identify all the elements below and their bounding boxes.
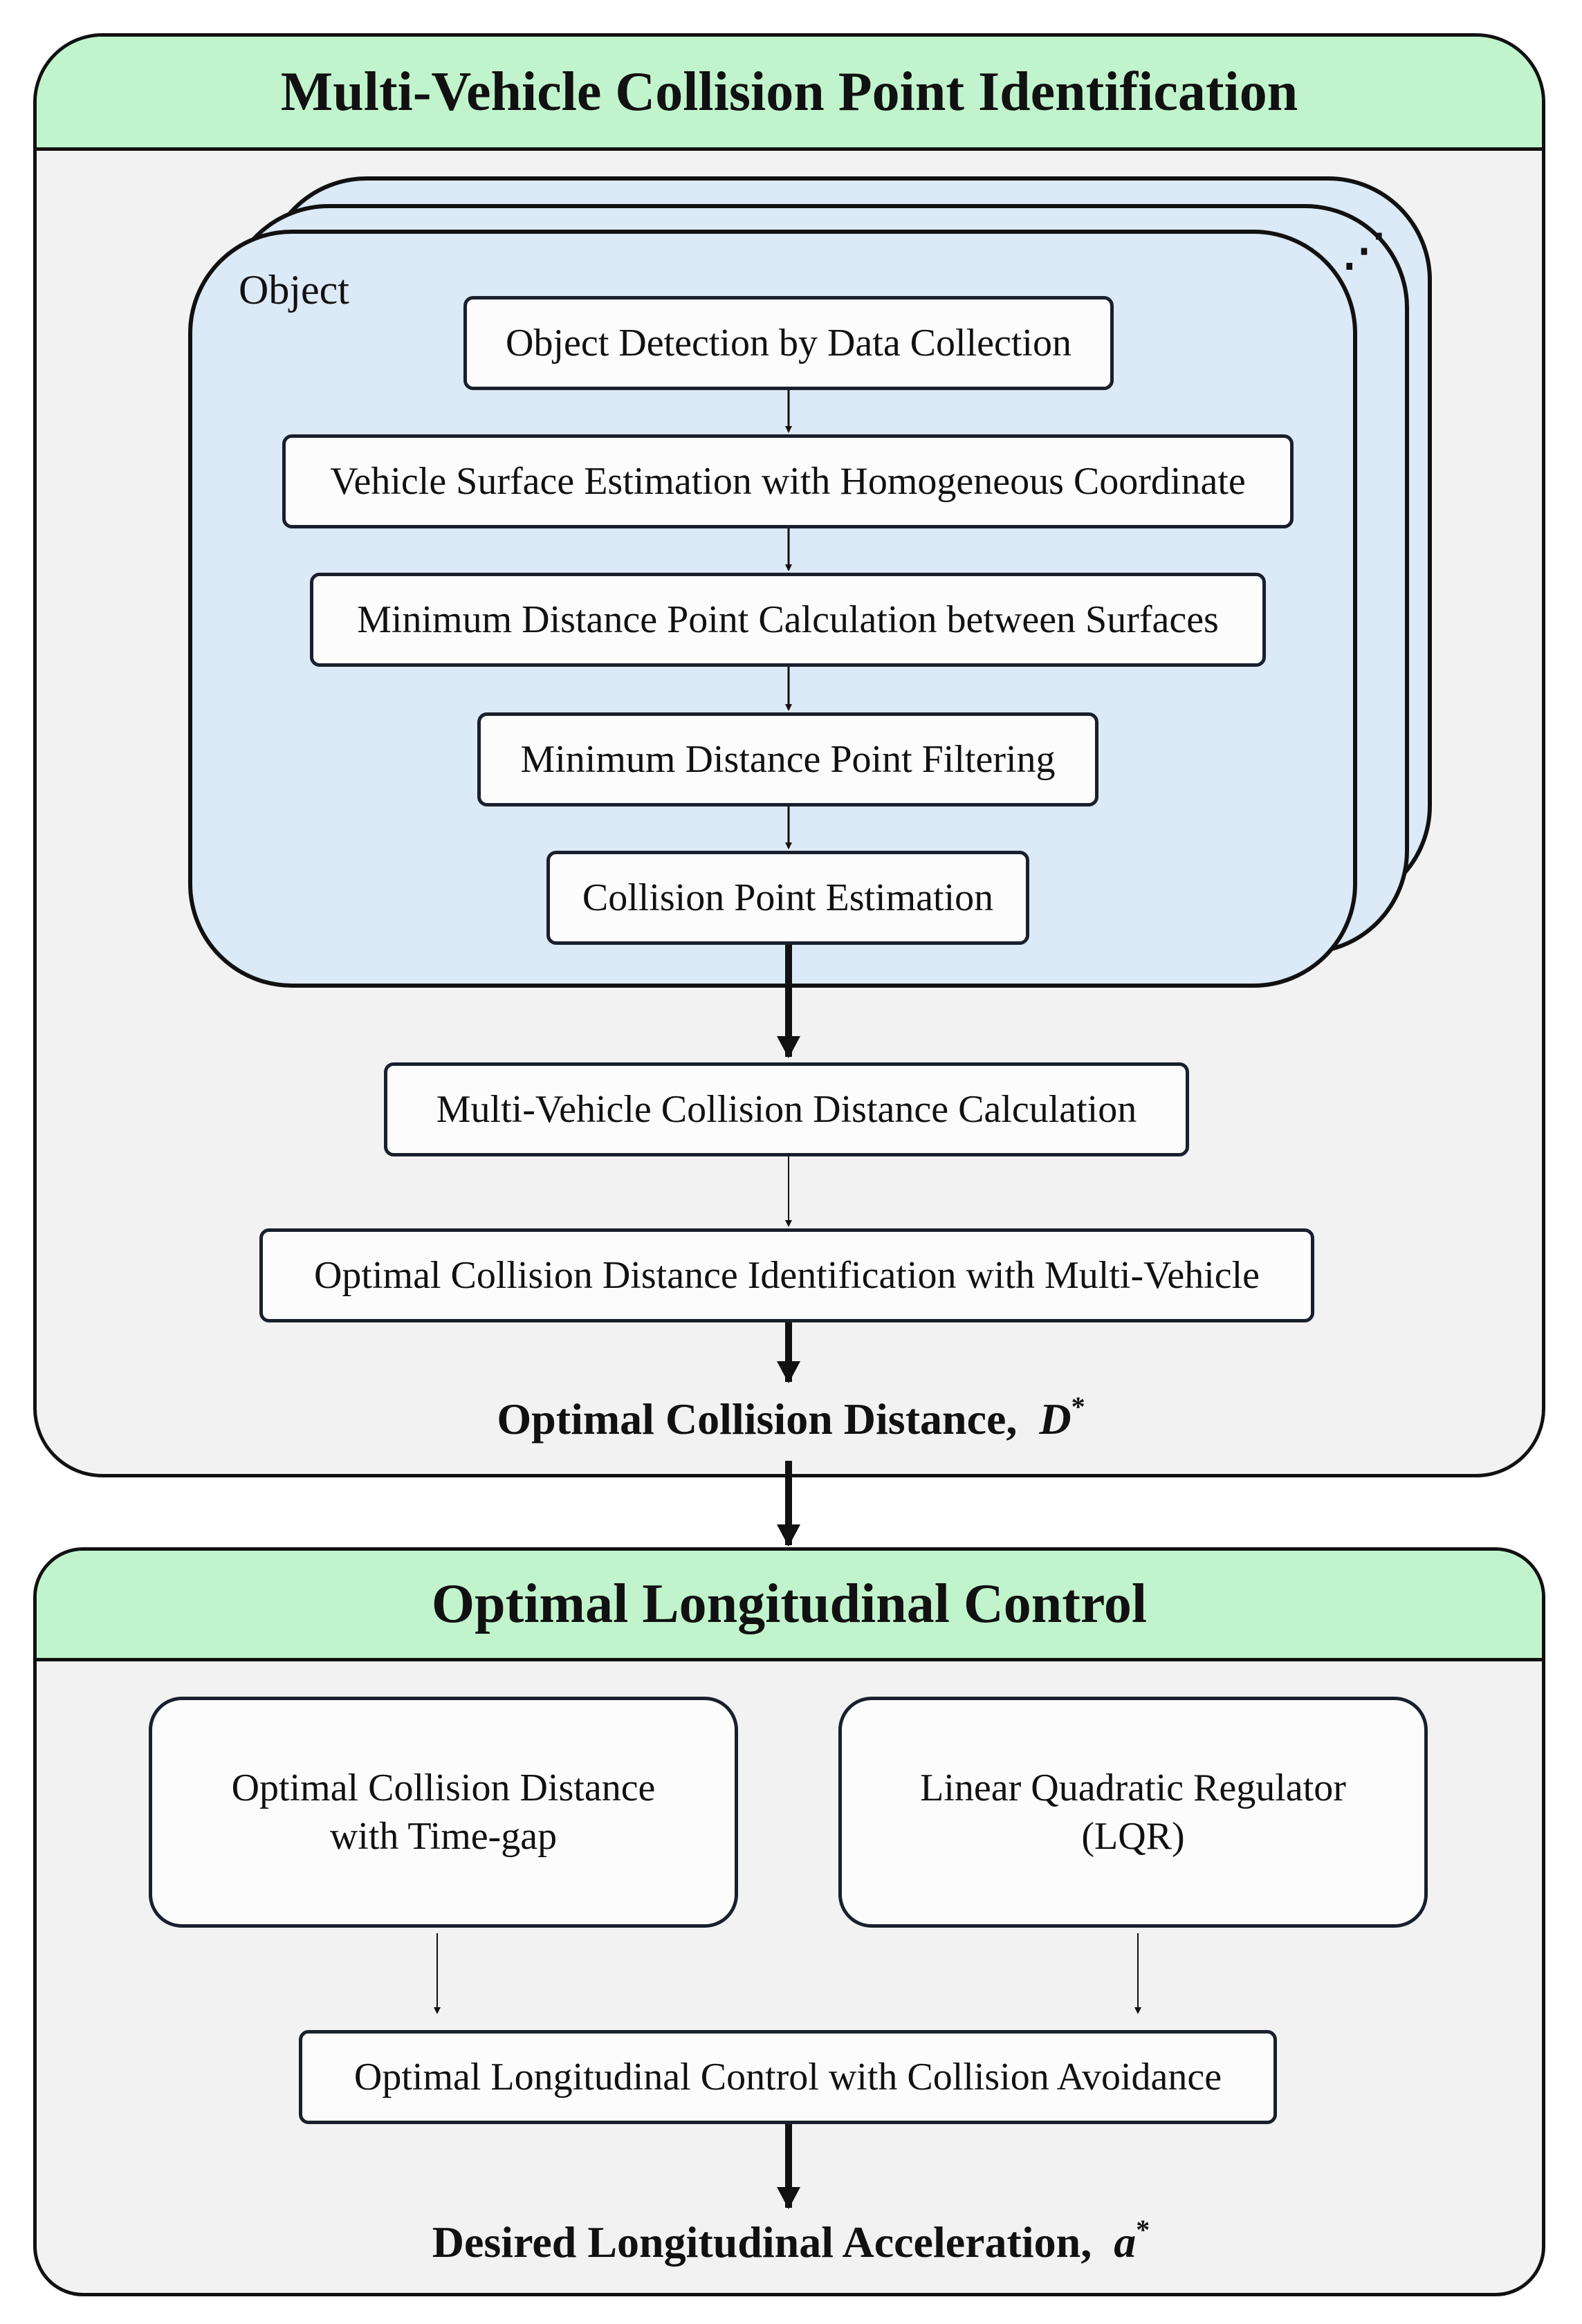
output-acceleration-symbol: a	[1114, 2217, 1137, 2267]
step-object-detection: Object Detection by Data Collection	[463, 296, 1114, 390]
block-lqr: Linear Quadratic Regulator (LQR)	[838, 1697, 1428, 1928]
step-longitudinal-control-collision-avoidance: Optimal Longitudinal Control with Collis…	[299, 2030, 1277, 2124]
step-optimal-distance-identification: Optimal Collision Distance Identificatio…	[259, 1228, 1314, 1322]
output-distance-symbol: D	[1039, 1394, 1071, 1444]
step-minimum-distance-calculation: Minimum Distance Point Calculation betwe…	[310, 573, 1266, 667]
step-multi-vehicle-distance: Multi-Vehicle Collision Distance Calcula…	[384, 1062, 1189, 1156]
stack-ellipsis: ⋰	[1342, 225, 1386, 275]
object-label: Object	[239, 267, 349, 313]
output-acceleration-text: Desired Longitudinal Acceleration,	[432, 2217, 1092, 2267]
lqr-line1: Linear Quadratic Regulator	[920, 1767, 1346, 1809]
output-distance-text: Optimal Collision Distance,	[497, 1394, 1018, 1444]
time-gap-line1: Optimal Collision Distance	[231, 1767, 656, 1809]
optimal-collision-distance-output: Optimal Collision Distance, D*	[0, 1390, 1582, 1445]
block-optimal-distance-time-gap: Optimal Collision Distance with Time-gap	[149, 1697, 738, 1928]
lqr-line2: (LQR)	[1081, 1815, 1185, 1858]
desired-acceleration-output: Desired Longitudinal Acceleration, a*	[0, 2213, 1582, 2268]
collision-identification-title: Multi-Vehicle Collision Point Identifica…	[280, 61, 1298, 122]
longitudinal-control-title: Optimal Longitudinal Control	[431, 1574, 1148, 1634]
time-gap-line2: with Time-gap	[329, 1815, 558, 1858]
step-collision-point-estimation: Collision Point Estimation	[546, 851, 1029, 945]
collision-identification-header: Multi-Vehicle Collision Point Identifica…	[37, 37, 1542, 151]
output-distance-superscript: *	[1071, 1391, 1085, 1422]
step-minimum-distance-filtering: Minimum Distance Point Filtering	[477, 712, 1098, 806]
output-acceleration-superscript: *	[1136, 2214, 1150, 2245]
longitudinal-control-header: Optimal Longitudinal Control	[37, 1551, 1542, 1661]
step-vehicle-surface-estimation: Vehicle Surface Estimation with Homogene…	[282, 434, 1294, 528]
